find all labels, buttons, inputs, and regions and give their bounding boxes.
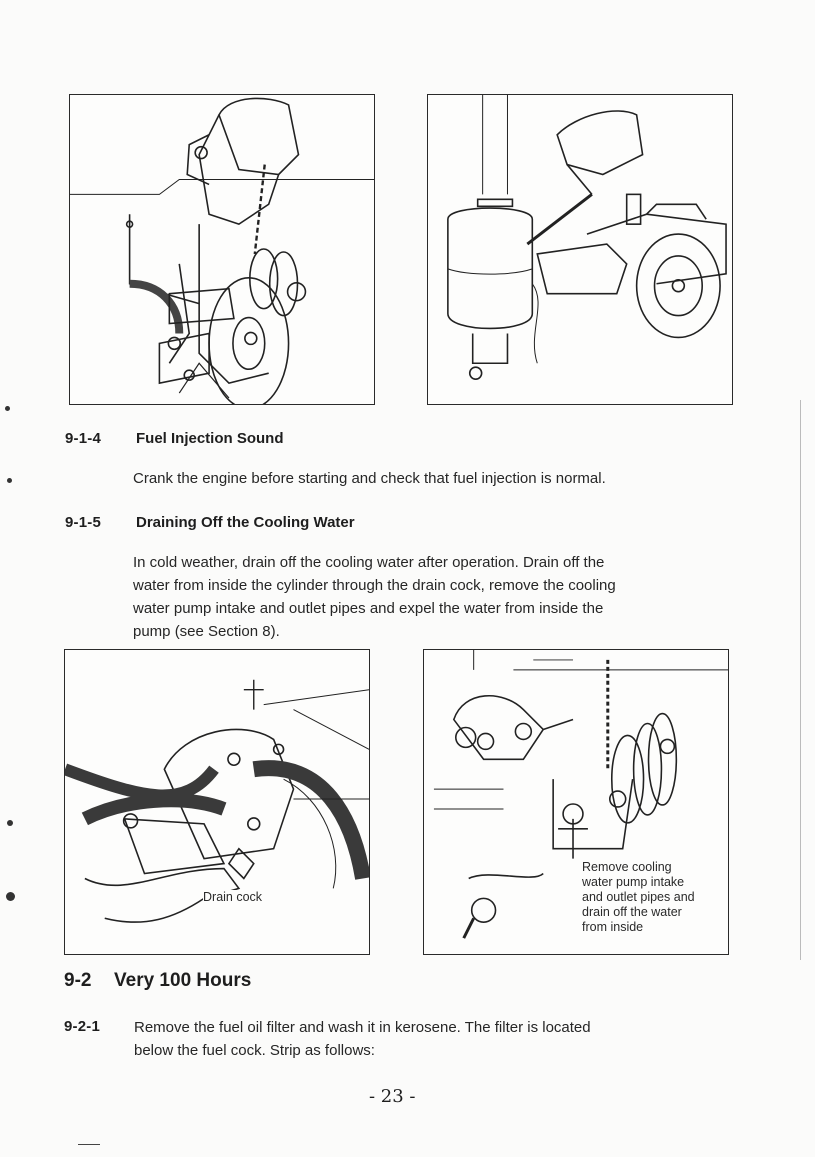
fuel-pump-illustration	[70, 97, 374, 404]
margin-mark	[7, 478, 12, 483]
subsection-body: Remove the fuel oil filter and wash it i…	[134, 1016, 774, 1062]
caption-line: Remove cooling	[582, 860, 672, 874]
section-title: Fuel Injection Sound	[136, 430, 284, 447]
body-line: Crank the engine before starting and che…	[133, 470, 606, 487]
margin-mark	[6, 892, 15, 901]
figure-cooling-water-pump: Remove cooling water pump intake and out…	[423, 649, 729, 955]
caption-line: drain off the water	[582, 905, 682, 919]
figure-fuel-injection-pump	[69, 94, 375, 405]
caption-line: from inside	[582, 920, 644, 934]
major-section-title: Very 100 Hours	[114, 970, 252, 991]
body-line: Remove the fuel oil filter and wash it i…	[134, 1019, 591, 1036]
section-number: 9-1-4	[65, 430, 102, 447]
body-line: pump (see Section 8).	[133, 623, 280, 640]
section-number: 9-1-5	[65, 514, 102, 531]
drain-cock-illustration	[65, 679, 369, 923]
body-line: water from inside the cylinder through t…	[133, 577, 616, 594]
body-line: water pump intake and outlet pipes and e…	[133, 600, 604, 617]
figure-fuel-filter	[427, 94, 733, 405]
cooling-pump-illustration	[433, 650, 728, 939]
section-body: In cold weather, drain off the cooling w…	[133, 551, 773, 643]
figure-caption: Remove cooling water pump intake and out…	[582, 860, 695, 935]
major-section-number: 9-2	[64, 970, 92, 991]
margin-mark	[7, 820, 13, 826]
fuel-filter-illustration	[447, 95, 727, 380]
margin-mark	[5, 406, 10, 411]
figure-caption: Drain cock	[203, 890, 263, 905]
page-number: - 23 -	[369, 1086, 416, 1107]
page-edge-shadow	[800, 400, 801, 960]
subsection-number: 9-2-1	[64, 1018, 101, 1035]
caption-line: water pump intake	[582, 875, 685, 889]
section-title: Draining Off the Cooling Water	[136, 514, 355, 531]
body-line: below the fuel cock. Strip as follows:	[134, 1042, 375, 1059]
section-body: Crank the engine before starting and che…	[133, 467, 773, 490]
footer-scan-line	[78, 1144, 100, 1145]
caption-line: and outlet pipes and	[582, 890, 695, 904]
figure-drain-cock: Drain cock	[64, 649, 370, 955]
body-line: In cold weather, drain off the cooling w…	[133, 554, 605, 571]
